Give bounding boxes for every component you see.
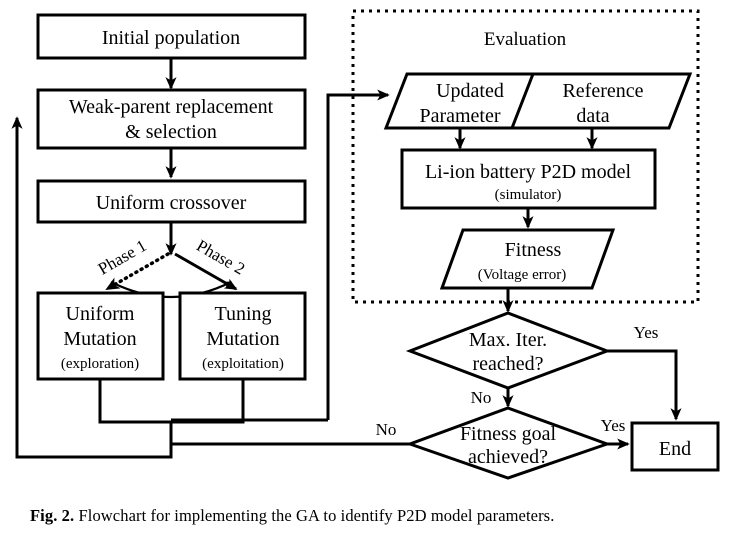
node-reference-data-line2: data — [576, 105, 609, 127]
node-updated-parameter-line1: Updated — [436, 80, 504, 102]
node-tuning-mutation-sub: (exploitation) — [202, 356, 284, 372]
node-tuning-mutation-line1: Tuning — [214, 303, 271, 325]
node-p2d-model — [400, 148, 657, 210]
flowchart-canvas: Evaluation — [11, 9, 720, 480]
figure-caption-text: Flowchart for implementing the GA to ide… — [78, 506, 555, 525]
node-tuning-mutation — [178, 291, 307, 381]
node-max-iter-line2: reached? — [472, 353, 543, 375]
node-fitness-goal-decision — [405, 406, 612, 480]
edge-phase1-dotted — [105, 252, 170, 291]
node-weak-parent-label-line1: Weak-parent replacement — [69, 96, 274, 118]
figure-caption: Fig. 2. Flowchart for implementing the G… — [30, 505, 710, 526]
node-uniform-crossover-label: Uniform crossover — [96, 192, 247, 214]
figure-caption-label: Fig. 2. — [30, 506, 75, 525]
node-initial-population-label: Initial population — [102, 27, 240, 49]
edge-loop-back-to-weakparent — [11, 116, 173, 459]
edge-label-maxiter-yes: Yes — [634, 323, 659, 342]
node-tuning-mutation-line2: Mutation — [206, 328, 279, 350]
node-p2d-model-line1: Li-ion battery P2D model — [425, 161, 632, 183]
node-max-iter-decision — [405, 311, 612, 390]
node-uniform-mutation-line1: Uniform — [66, 303, 135, 325]
node-fitness-goal-line1: Fitness goal — [460, 423, 557, 445]
node-weak-parent-label-line2: & selection — [125, 121, 217, 143]
edge-to-updated-parameter — [326, 89, 390, 420]
node-uniform-mutation — [36, 291, 165, 381]
node-updated-parameter-line2: Parameter — [419, 105, 500, 127]
node-reference-data — [509, 72, 693, 130]
edge-label-fitnessgoal-no: No — [376, 420, 397, 439]
edge-label-phase2: Phase 2 — [193, 236, 248, 279]
node-end-label: End — [659, 438, 691, 460]
edge-phase-switch-arc — [110, 281, 233, 299]
node-p2d-model-sub: (simulator) — [495, 187, 562, 203]
node-uniform-mutation-sub: (exploration) — [61, 356, 139, 372]
edge-mutations-merge-bus — [98, 379, 245, 424]
node-uniform-crossover — [36, 179, 307, 224]
node-reference-data-line1: Reference — [562, 80, 643, 102]
edge-label-fitnessgoal-yes: Yes — [601, 416, 626, 435]
edge-maxiter-yes-to-end — [607, 349, 682, 421]
node-end — [630, 421, 720, 472]
node-fitness — [439, 228, 616, 290]
node-weak-parent-replacement — [36, 88, 307, 150]
evaluation-group-box — [351, 9, 700, 304]
node-max-iter-line1: Max. Iter. — [469, 329, 547, 351]
node-fitness-sub: (Voltage error) — [478, 267, 566, 283]
node-fitness-line1: Fitness — [505, 239, 562, 261]
node-uniform-mutation-line2: Mutation — [63, 328, 136, 350]
edge-label-maxiter-no: No — [471, 388, 492, 407]
node-initial-population — [36, 13, 307, 60]
node-fitness-goal-line2: achieved? — [468, 446, 548, 468]
evaluation-group-title: Evaluation — [484, 29, 567, 50]
edge-label-phase1: Phase 1 — [95, 236, 150, 279]
